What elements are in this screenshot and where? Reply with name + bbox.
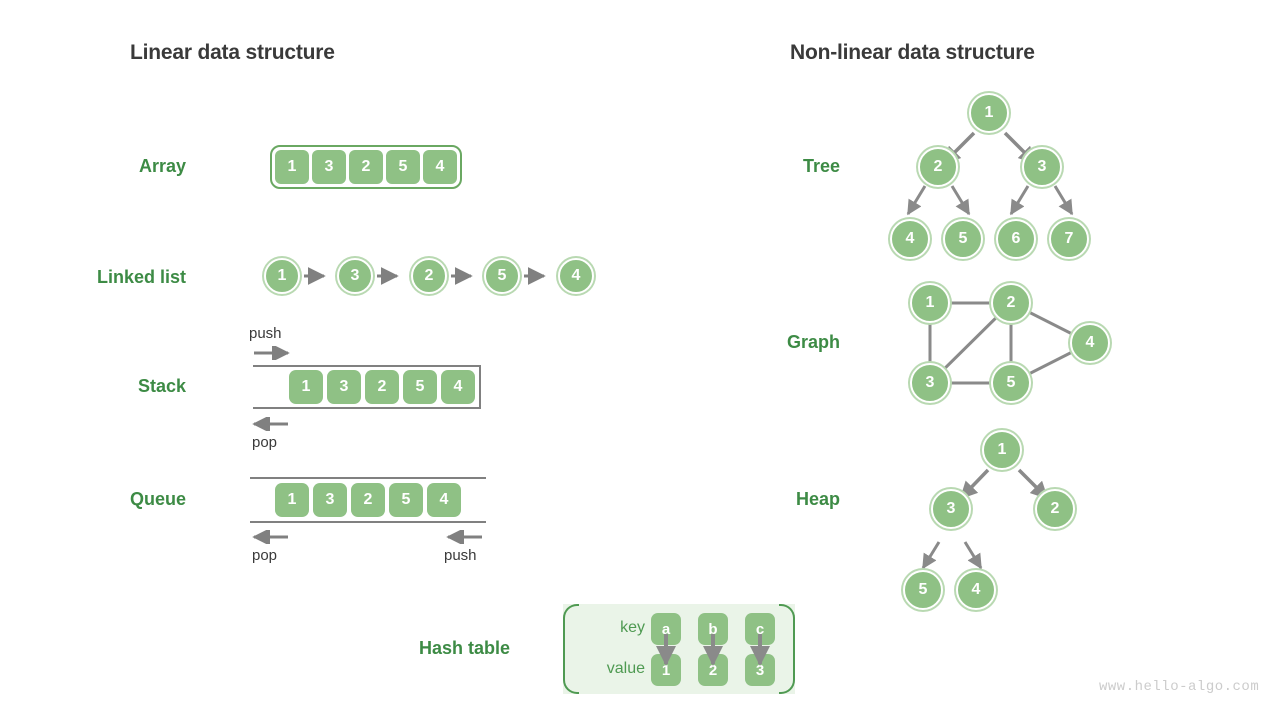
hash-bracket-left-icon — [563, 604, 579, 694]
queue-label: Queue — [129, 489, 186, 509]
tree-node: 2 — [918, 147, 958, 187]
tree-node: 3 — [1022, 147, 1062, 187]
linked-list-node: 5 — [484, 258, 520, 294]
graph-structure: 1 2 3 4 5 — [900, 278, 1120, 408]
tree-node: 5 — [943, 219, 983, 259]
linked-list-node: 4 — [558, 258, 594, 294]
heap-node: 5 — [903, 570, 943, 610]
queue-push-arrow-icon — [446, 530, 482, 544]
queue-structure: 1 3 2 5 4 — [250, 477, 486, 523]
array-cell: 1 — [275, 150, 309, 184]
graph-node: 3 — [910, 363, 950, 403]
stack-push-label: push — [249, 325, 282, 342]
tree-node: 6 — [996, 219, 1036, 259]
nonlinear-column-title: Non-linear data structure — [790, 41, 1035, 64]
graph-node: 2 — [991, 283, 1031, 323]
stack-cell: 1 — [289, 370, 323, 404]
hash-table-label: Hash table — [418, 638, 510, 658]
hash-key-cell: a — [651, 613, 681, 645]
linked-list-structure: 1 3 2 5 4 — [258, 246, 618, 306]
heap-node: 2 — [1035, 489, 1075, 529]
array-cell: 4 — [423, 150, 457, 184]
linked-list-node: 3 — [337, 258, 373, 294]
linked-list-label: Linked list — [96, 267, 186, 287]
heap-node: 4 — [956, 570, 996, 610]
stack-cell: 3 — [327, 370, 361, 404]
array-cell: 5 — [386, 150, 420, 184]
queue-pop-label: pop — [252, 547, 278, 564]
heap-structure: 1 3 2 5 4 — [895, 425, 1105, 610]
queue-cell: 5 — [389, 483, 423, 517]
hash-table-structure: key value a b c 1 2 3 — [563, 604, 795, 694]
queue-cell: 2 — [351, 483, 385, 517]
array-structure: 1 3 2 5 4 — [270, 145, 462, 189]
queue-push-label: push — [444, 547, 477, 564]
linked-list-arrows — [304, 267, 546, 285]
stack-pop-arrow-icon — [252, 417, 288, 431]
graph-node: 1 — [910, 283, 950, 323]
queue-cell: 4 — [427, 483, 461, 517]
tree-label: Tree — [802, 156, 840, 176]
queue-pop-arrow-icon — [252, 530, 288, 544]
graph-node: 5 — [991, 363, 1031, 403]
array-cell: 2 — [349, 150, 383, 184]
tree-node: 7 — [1049, 219, 1089, 259]
heap-node: 3 — [931, 489, 971, 529]
stack-structure: 1 3 2 5 4 — [253, 365, 481, 409]
watermark: www.hello-algo.com — [1099, 679, 1260, 695]
tree-node: 4 — [890, 219, 930, 259]
tree-node: 1 — [969, 93, 1009, 133]
hash-value-label: value — [606, 660, 645, 677]
queue-cell: 3 — [313, 483, 347, 517]
hash-key-label: key — [620, 619, 645, 636]
graph-label: Graph — [786, 332, 840, 352]
stack-label: Stack — [137, 376, 186, 396]
heap-label: Heap — [795, 489, 840, 509]
stack-pop-label: pop — [252, 434, 278, 451]
stack-cell: 2 — [365, 370, 399, 404]
linear-column-title: Linear data structure — [130, 41, 335, 64]
array-label: Array — [138, 156, 186, 176]
hash-mapping-arrows — [656, 634, 770, 666]
linked-list-node: 1 — [264, 258, 300, 294]
tree-structure: 1 2 3 4 5 6 7 — [880, 88, 1110, 268]
graph-node: 4 — [1070, 323, 1110, 363]
stack-cell: 4 — [441, 370, 475, 404]
stack-cell: 5 — [403, 370, 437, 404]
array-cell: 3 — [312, 150, 346, 184]
stack-push-arrow-icon — [254, 346, 290, 360]
heap-node: 1 — [982, 430, 1022, 470]
linked-list-node: 2 — [411, 258, 447, 294]
queue-cell: 1 — [275, 483, 309, 517]
